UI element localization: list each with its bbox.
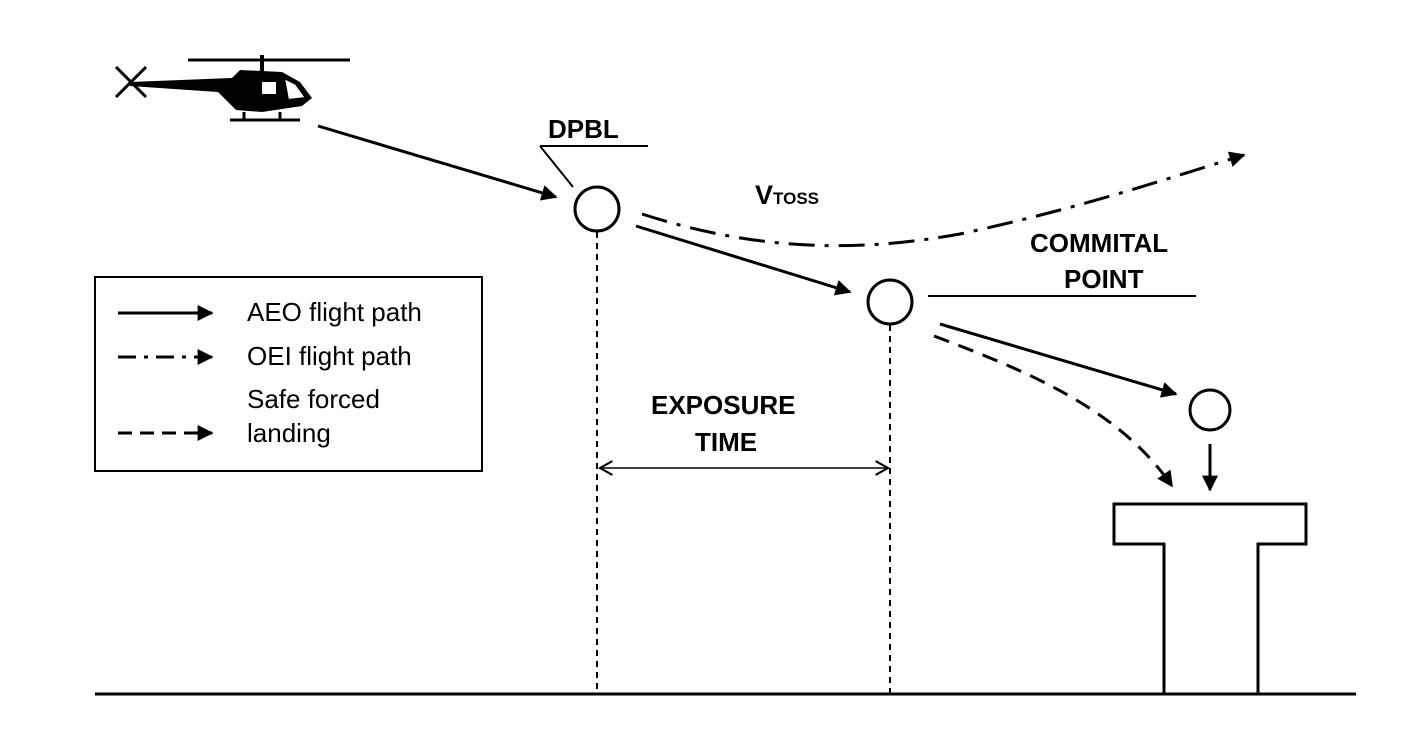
legend-aeo-label: AEO flight path [247,297,422,327]
aeo-path-to-commital [635,224,852,296]
dpbl-leader [539,145,574,188]
vtoss-label: VTOSS [755,180,819,210]
commital-point [866,278,914,326]
legend-oei-label: OEI flight path [247,341,412,371]
legend: AEO flight path OEI flight path Safe for… [94,276,483,472]
commital-label-line2: POINT [1064,264,1144,294]
helicopter-icon [114,55,350,122]
landing-point [1188,388,1232,432]
oei-flight-path [641,151,1246,248]
commital-label-line1: COMMITAL [1030,228,1168,258]
exposure-label-line2: TIME [695,427,757,457]
exposure-label-line1: EXPOSURE [651,390,796,420]
helideck-structure [1112,502,1308,694]
approach-arrow [317,124,558,201]
safe-forced-landing-path [933,334,1174,488]
dpbl-point [573,185,621,233]
dpbl-label: DPBL [548,114,619,144]
legend-safe-label-line1: Safe forced [247,384,380,414]
aeo-path-to-landing [939,322,1178,398]
legend-safe-label-line2: landing [247,418,331,448]
